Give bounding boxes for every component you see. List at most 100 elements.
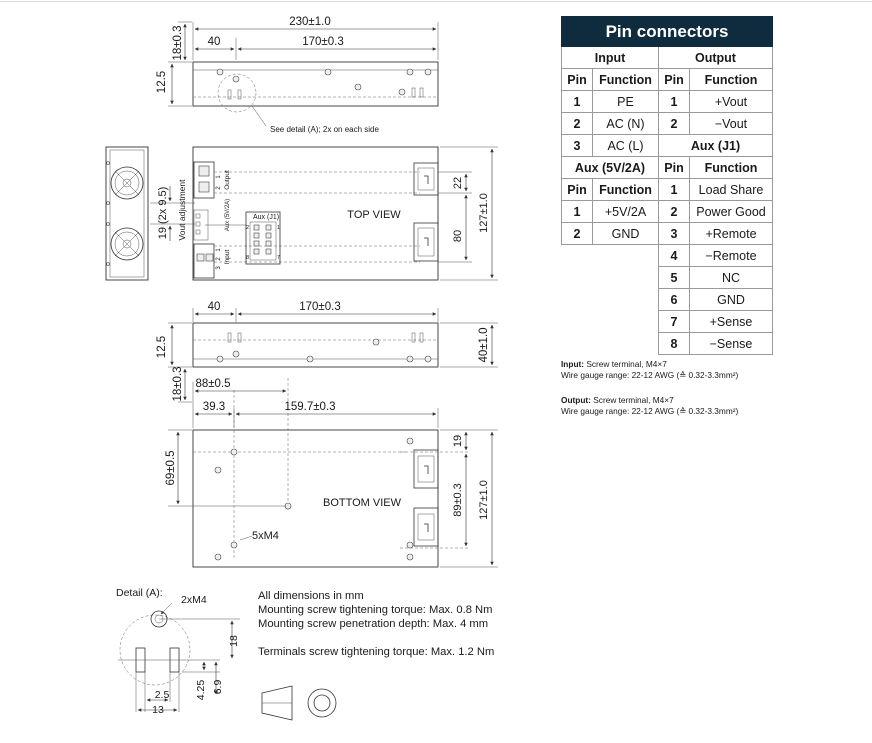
aux-j1-pin: 7	[658, 310, 690, 333]
input-pin: 3	[561, 134, 593, 157]
output-note-label: Output:	[561, 395, 591, 405]
detail-dim-2-5: 2.5	[155, 689, 170, 701]
aux-5v-pin: 1	[561, 200, 593, 223]
top-input-pin-2: 2	[216, 257, 222, 261]
aux-j1-pin: 8	[658, 332, 690, 355]
detail-title: Detail (A):	[116, 587, 163, 599]
table-row: 3 AC (L) Aux (J1)	[561, 134, 773, 157]
table-row: 2 AC (N) 2 −Vout	[561, 112, 773, 135]
screw-note: 5xM4	[252, 530, 279, 542]
aux-j1-pin: 6	[658, 288, 690, 311]
vout-adjustment-label: Vout adjustment	[177, 179, 187, 241]
table-row: 4 −Remote	[562, 244, 773, 267]
col-pin: Pin	[561, 178, 593, 201]
aux-j1-function: Load Share	[689, 178, 773, 201]
input-pin: 2	[561, 112, 593, 135]
input-function: PE	[592, 90, 659, 113]
fan-end-view	[105, 146, 149, 281]
table-row: Aux (5V/2A) Pin Function	[561, 156, 773, 179]
output-header: Output	[658, 46, 773, 69]
input-label: Input	[224, 250, 231, 265]
detail-screw: 2xM4	[181, 594, 207, 606]
dim-depth-bottom: 12.5	[156, 336, 168, 358]
aux-j1-function: GND	[689, 288, 773, 311]
pin-table-title: Pin connectors	[561, 16, 773, 47]
top-output-pin-1: 1	[216, 175, 222, 179]
j1-pin-2: 2	[246, 225, 249, 231]
top-divider	[0, 1, 872, 2]
dim-88: 88±0.5	[195, 378, 230, 390]
dim-left-offset-bottom: 40	[208, 301, 221, 313]
col-function: Function	[689, 68, 773, 91]
aux-j1-pin: 2	[658, 200, 690, 223]
input-note-text: Screw terminal, M4×7	[586, 359, 667, 369]
dim-hole-spacing-bottom: 170±0.3	[299, 301, 341, 313]
note-dimensions: All dimensions in mm	[258, 590, 364, 602]
detail-dim-13: 13	[152, 704, 164, 716]
output-function: −Vout	[689, 112, 773, 135]
aux-j1-function: −Remote	[689, 244, 773, 267]
bottom-side-view: 40 170±0.3 40±1.0 12.5 18±0.3	[156, 301, 498, 403]
j1-pin-8: 8	[246, 255, 249, 261]
table-row: Pin Function 1 Load Share	[561, 178, 773, 201]
output-terminal-note: Output: Screw terminal, M4×7 Wire gauge …	[561, 395, 738, 417]
bottom-view-label: BOTTOM VIEW	[323, 497, 402, 509]
aux-j1-function: NC	[689, 266, 773, 289]
detail-dim-4-25: 4.25	[195, 680, 207, 701]
col-function: Function	[592, 178, 659, 201]
pin-connectors-table: Pin connectors Input Output Pin Function…	[561, 16, 773, 355]
table-row: 5 NC	[562, 266, 773, 289]
input-note-gauge: Wire gauge range: 22-12 AWG (≙ 0.32-3.3m…	[561, 370, 739, 380]
table-row: 8 −Sense	[562, 332, 773, 355]
output-function: +Vout	[689, 90, 773, 113]
dim-top-margin: 18±0.3	[172, 25, 184, 60]
output-note-text: Screw terminal, M4×7	[593, 395, 674, 405]
aux-5v-label: Aux (5V/2A)	[225, 199, 231, 231]
top-view: Vout adjustment Output Aux (5V/2A) Input…	[150, 146, 498, 281]
table-row: 7 +Sense	[562, 310, 773, 333]
output-pin: 2	[658, 112, 690, 135]
detail-a: Detail (A): 2xM4 18 4.25 6.9 2.5 13	[116, 587, 240, 716]
aux-5v-function: GND	[592, 222, 659, 245]
dim-39: 39.3	[203, 401, 225, 413]
table-row: 6 GND	[562, 288, 773, 311]
dim-fan-spacing: 19 (2x 9.5)	[157, 187, 169, 240]
col-pin: Pin	[658, 156, 690, 179]
aux-j1-function: Power Good	[689, 200, 773, 223]
detail-dim-6-9: 6.9	[212, 680, 224, 695]
top-input-pin-1: 1	[216, 248, 222, 252]
note-penetration: Mounting screw penetration depth: Max. 4…	[258, 618, 489, 630]
table-row: 1 +5V/2A 2 Power Good	[561, 200, 773, 223]
dim-hole-spacing-top: 170±0.3	[302, 36, 344, 48]
top-input-pin-3: 3	[216, 266, 222, 270]
output-label: Output	[224, 170, 231, 190]
dim-69: 69±0.5	[165, 450, 177, 485]
dim-depth-top: 12.5	[156, 71, 168, 93]
input-pin: 1	[561, 90, 593, 113]
terminal-screw-icons	[261, 685, 337, 721]
input-terminal-note: Input: Screw terminal, M4×7 Wire gauge r…	[561, 359, 738, 381]
dim-overall-width: 230±1.0	[289, 16, 331, 28]
aux-j1-function: +Remote	[689, 222, 773, 245]
j1-pin-1: 1	[277, 225, 280, 231]
j1-pin-7: 7	[277, 255, 280, 261]
aux-j1-function: −Sense	[689, 332, 773, 355]
dim-19: 19	[452, 435, 464, 447]
dim-22: 22	[452, 177, 464, 189]
table-row: 2 GND 3 +Remote	[561, 222, 773, 245]
aux-j1-header: Aux (J1)	[658, 134, 773, 157]
col-pin: Pin	[561, 68, 593, 91]
dim-height-top: 127±1.0	[478, 193, 490, 233]
col-function: Function	[592, 68, 659, 91]
dim-89: 89±0.3	[452, 483, 464, 517]
aux-j1-pin: 3	[658, 222, 690, 245]
table-row: 1 PE 1 +Vout	[561, 90, 773, 113]
general-notes: All dimensions in mm Mounting screw tigh…	[258, 589, 494, 659]
note-terminal-torque: Terminals screw tightening torque: Max. …	[258, 646, 495, 658]
output-pin: 1	[658, 90, 690, 113]
bottom-view: BOTTOM VIEW 5xM4 88±0.5 39.3 159.7±0.3 6…	[165, 378, 498, 568]
dim-159: 159.7±0.3	[284, 401, 335, 413]
detail-dim-18: 18	[228, 635, 240, 647]
top-view-label: TOP VIEW	[347, 209, 401, 221]
